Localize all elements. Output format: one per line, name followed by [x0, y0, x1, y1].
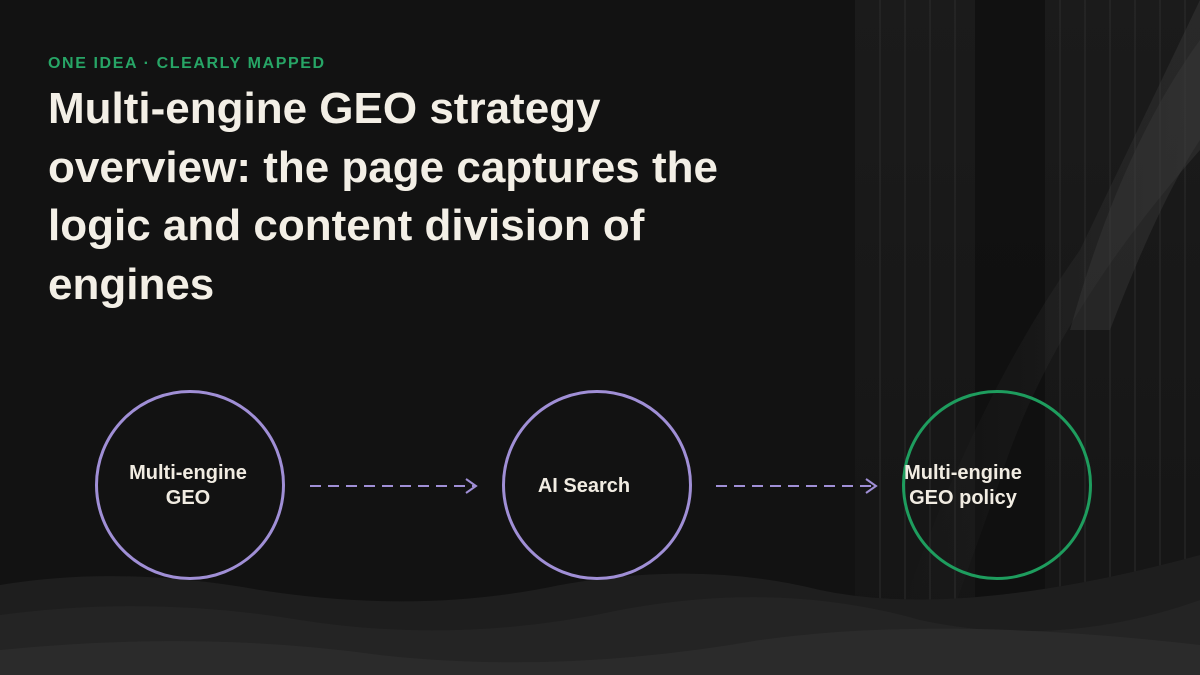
connector-arrow-2	[716, 478, 878, 494]
node-circle-geo-policy	[902, 390, 1092, 580]
page-title: Multi-engine GEO strategy overview: the …	[48, 84, 718, 309]
node-circle-ai-search	[502, 390, 692, 580]
node-label-multi-engine-geo: Multi-engine GEO	[129, 462, 247, 509]
eyebrow-label: ONE IDEA · CLEARLY MAPPED	[48, 55, 326, 72]
node-label-geo-policy: Multi-engine GEO policy	[904, 462, 1022, 509]
node-circle-multi-engine-geo	[95, 390, 285, 580]
node-label-ai-search: AI Search	[537, 475, 631, 497]
connector-arrow-1	[310, 478, 478, 494]
